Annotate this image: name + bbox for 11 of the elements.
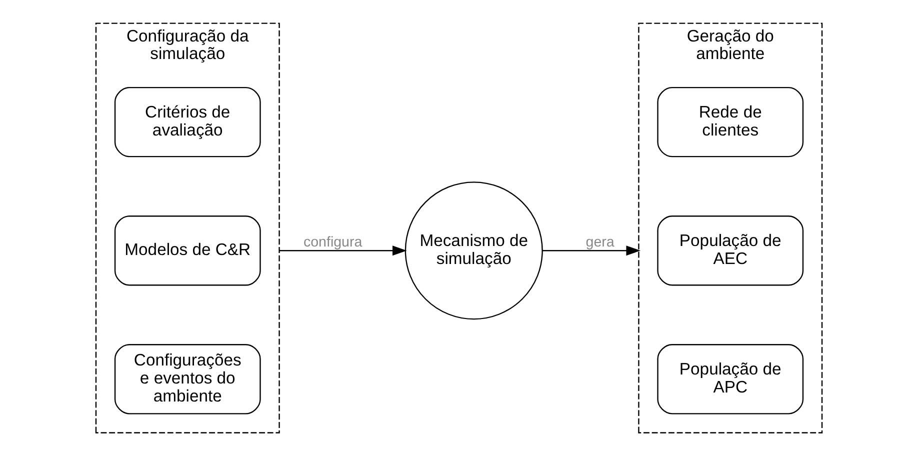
node-circle: Mecanismo de simulação xyxy=(404,181,542,320)
node-box: População de APC xyxy=(656,344,804,414)
node-box: Modelos de C&R xyxy=(114,215,260,286)
edge-label: gera xyxy=(585,234,614,250)
node-box: Configurações e eventos do ambiente xyxy=(114,344,260,414)
arrow xyxy=(278,245,406,256)
node-box: Rede de clientes xyxy=(656,86,804,157)
arrow xyxy=(542,245,640,256)
node-box: Critérios de avaliação xyxy=(114,86,260,157)
node-box: População de AEC xyxy=(656,215,804,286)
edge-label: configura xyxy=(302,234,362,250)
